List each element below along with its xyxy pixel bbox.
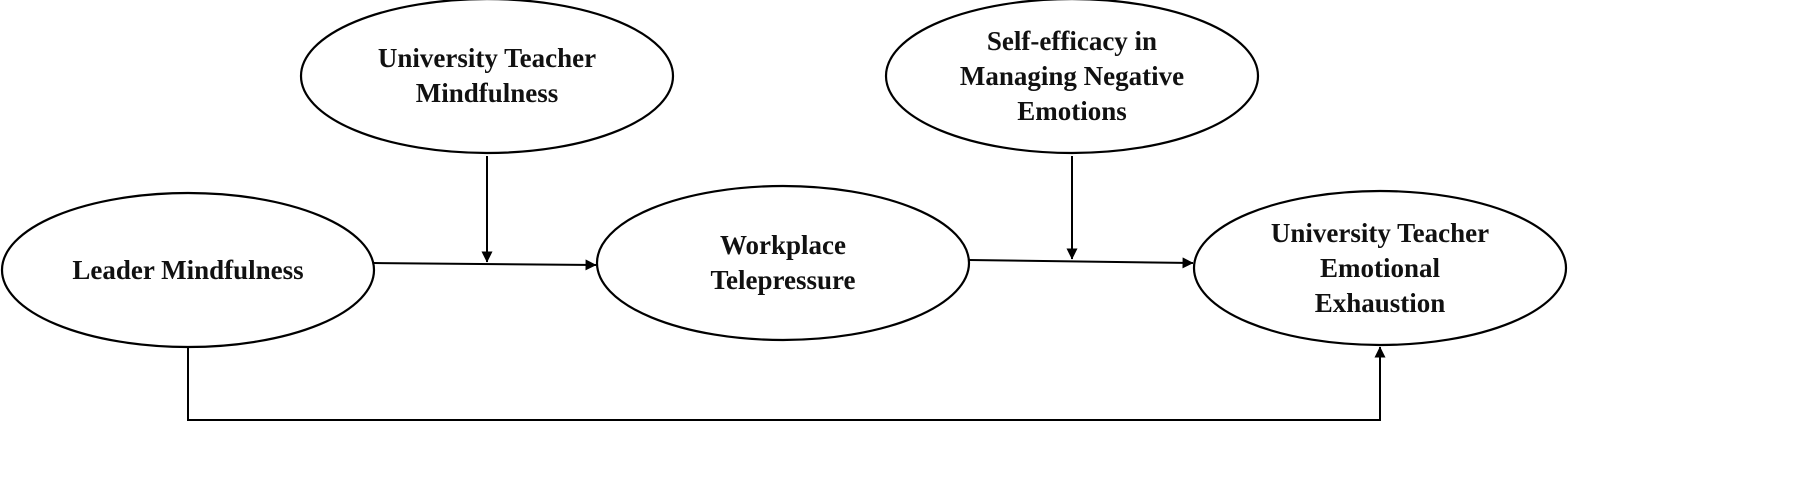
self-efficacy-node: [884, 0, 1260, 155]
leader-mindfulness-label: Leader Mindfulness: [22, 228, 354, 312]
label-line: Self-efficacy in: [986, 25, 1158, 56]
label-line: University Teacher: [1270, 217, 1490, 248]
emotional-exhaustion-node: [1192, 189, 1568, 347]
label-line: Workplace: [719, 230, 846, 260]
workplace-telepressure-node: [595, 184, 971, 342]
label-line: Leader Mindfulness: [72, 254, 304, 285]
label-line: Exhaustion: [1314, 287, 1446, 318]
label-line: Managing Negative: [959, 60, 1185, 91]
teacher-mindfulness-node: [299, 0, 675, 155]
label-text: Leader Mindfulness: [72, 253, 303, 288]
arrow-leader-to-exhaustion: [187, 346, 1386, 421]
label-line: Emotional: [1319, 252, 1440, 283]
arrow-telepressure-to-exhaustion: [968, 257, 1194, 269]
label-line: Emotions: [1017, 95, 1127, 126]
arrow-leader-to-telepressure: [373, 259, 597, 271]
label-line: University Teacher: [377, 43, 597, 73]
label-line: Telepressure: [710, 265, 856, 295]
label-line: Mindfulness: [415, 78, 559, 108]
